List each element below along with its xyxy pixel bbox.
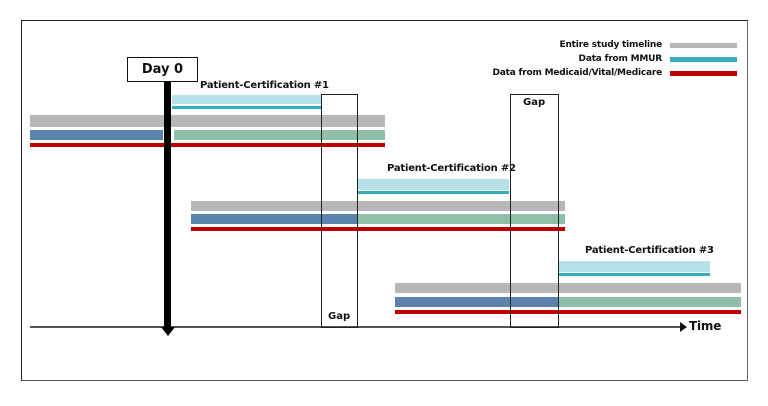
legend-label: Data from Medicaid/Vital/Medicare	[492, 68, 663, 78]
legend-item-entire-study: Entire study timeline	[560, 40, 737, 50]
row1-pre-day0-bar	[30, 130, 163, 140]
cert1-mmur-light-bar	[172, 95, 321, 104]
cert3-mmur-light-bar	[559, 261, 710, 272]
diagram-frame	[21, 20, 748, 381]
row2-medicaid-bar	[191, 227, 565, 231]
day0-label: Day 0	[141, 62, 184, 77]
cert2-label: Patient-Certification #2	[387, 163, 516, 174]
row3-post-day0-bar	[558, 297, 741, 307]
time-axis-arrowhead-icon	[680, 322, 687, 332]
legend-swatch-red	[670, 70, 737, 76]
legend-swatch-gray	[670, 42, 737, 48]
cert2-mmur-light-bar	[358, 179, 509, 190]
row2-study-bar	[191, 201, 565, 211]
legend-swatch-teal	[670, 56, 737, 62]
gap1-label: Gap	[328, 311, 351, 322]
row3-study-bar	[395, 283, 741, 293]
row2-pre-day0-bar	[191, 214, 358, 224]
legend-label: Entire study timeline	[559, 40, 663, 50]
row3-pre-day0-bar	[395, 297, 558, 307]
cert3-label: Patient-Certification #3	[585, 245, 714, 256]
gap2-box	[510, 94, 559, 328]
legend-label: Data from MMUR	[578, 54, 663, 64]
gap1-box	[321, 94, 358, 328]
cert1-mmur-bar	[172, 106, 321, 109]
day0-marker-line	[164, 81, 171, 328]
time-axis-line	[30, 326, 680, 328]
legend: Entire study timeline Data from MMUR Dat…	[417, 40, 737, 80]
day0-label-box: Day 0	[127, 57, 198, 82]
row1-study-bar	[30, 115, 385, 127]
legend-item-mmur: Data from MMUR	[579, 54, 737, 64]
time-axis-label: Time	[689, 319, 722, 333]
row1-medicaid-bar	[30, 143, 385, 147]
cert1-label: Patient-Certification #1	[200, 80, 329, 91]
legend-item-medicaid: Data from Medicaid/Vital/Medicare	[492, 68, 737, 78]
row2-post-day0-bar	[358, 214, 565, 224]
row3-medicaid-bar	[395, 310, 741, 314]
cert3-mmur-bar	[559, 273, 710, 276]
cert2-mmur-bar	[358, 191, 509, 194]
day0-arrowhead-icon	[161, 327, 175, 336]
row1-post-day0-bar	[174, 130, 385, 140]
gap2-label: Gap	[523, 97, 546, 108]
